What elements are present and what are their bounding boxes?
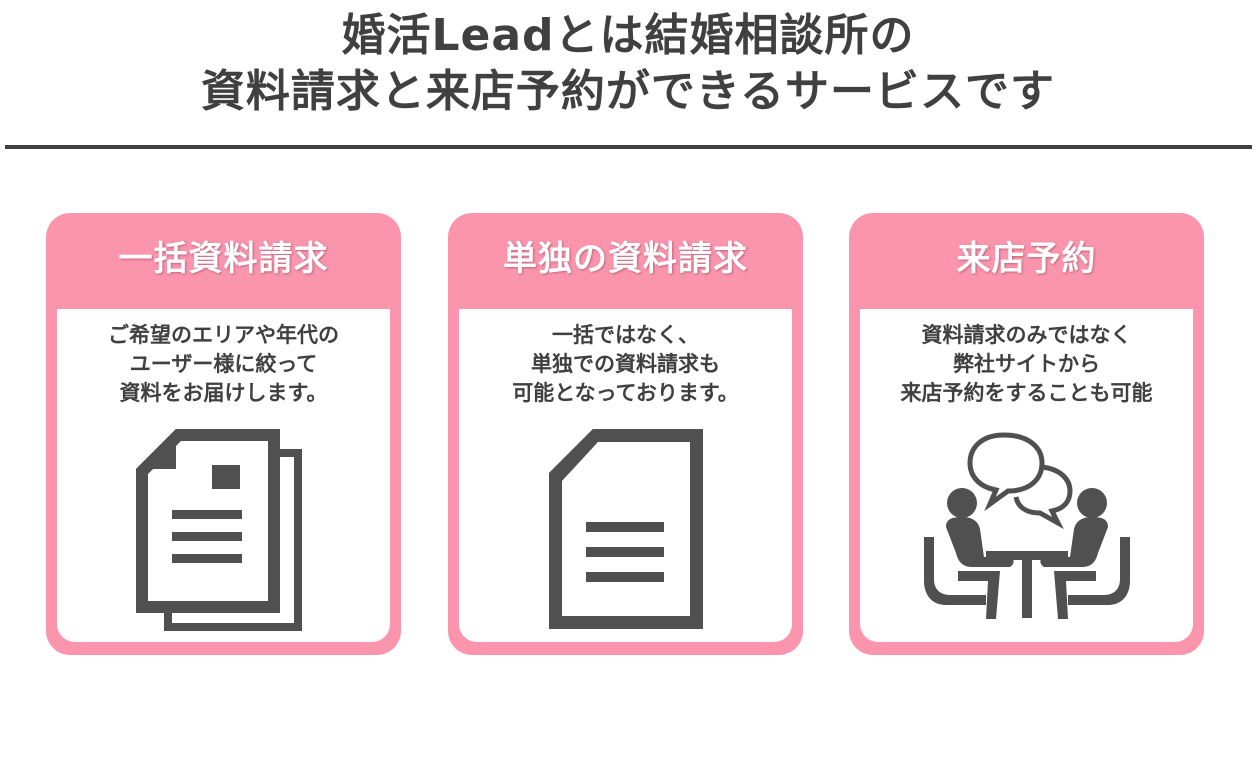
card-title: 一括資料請求 — [118, 239, 329, 279]
card-description-line: 可能となっております。 — [512, 381, 739, 405]
card-description: 一括ではなく、 単独での資料請求も 可能となっております。 — [459, 321, 792, 408]
card-description-line: 単独での資料請求も — [531, 352, 720, 376]
card-description-line: 一括ではなく、 — [552, 323, 699, 347]
card-description: 資料請求のみではなく 弊社サイトから 来店予約をすることも可能 — [860, 321, 1193, 408]
card-description-line: ユーザー様に絞って — [129, 352, 318, 376]
card-description: ご希望のエリアや年代の ユーザー様に絞って 資料をお届けします。 — [57, 321, 390, 408]
card-visit-reservation: 来店予約 資料請求のみではなく 弊社サイトから 来店予約をすることも可能 — [849, 213, 1204, 655]
headline-line-1: 婚活Leadとは結婚相談所の — [341, 10, 915, 61]
card-description-line: 来店予約をすることも可能 — [900, 381, 1153, 405]
card-description-line: 資料をお届けします。 — [119, 381, 328, 405]
stacked-documents-icon — [57, 427, 390, 632]
card-body: 資料請求のみではなく 弊社サイトから 来店予約をすることも可能 — [860, 309, 1193, 642]
single-document-icon — [459, 427, 792, 632]
headline-line-2: 資料請求と来店予約ができるサービスです — [200, 66, 1056, 117]
card-title: 単独の資料請求 — [503, 239, 748, 279]
headline-divider — [5, 145, 1252, 149]
consultation-meeting-icon — [860, 429, 1193, 629]
page-headline: 婚活Leadとは結婚相談所の 資料請求と来店予約ができるサービスです — [0, 8, 1256, 120]
card-body: 一括ではなく、 単独での資料請求も 可能となっております。 — [459, 309, 792, 642]
card-bulk-request: 一括資料請求 ご希望のエリアや年代の ユーザー様に絞って 資料をお届けします。 — [46, 213, 401, 655]
card-description-line: 資料請求のみではなく — [921, 323, 1132, 347]
card-single-request: 単独の資料請求 一括ではなく、 単独での資料請求も 可能となっております。 — [448, 213, 803, 655]
card-title: 来店予約 — [956, 239, 1097, 279]
card-body: ご希望のエリアや年代の ユーザー様に絞って 資料をお届けします。 — [57, 309, 390, 642]
card-description-line: 弊社サイトから — [953, 352, 1100, 376]
card-description-line: ご希望のエリアや年代の — [108, 323, 339, 347]
